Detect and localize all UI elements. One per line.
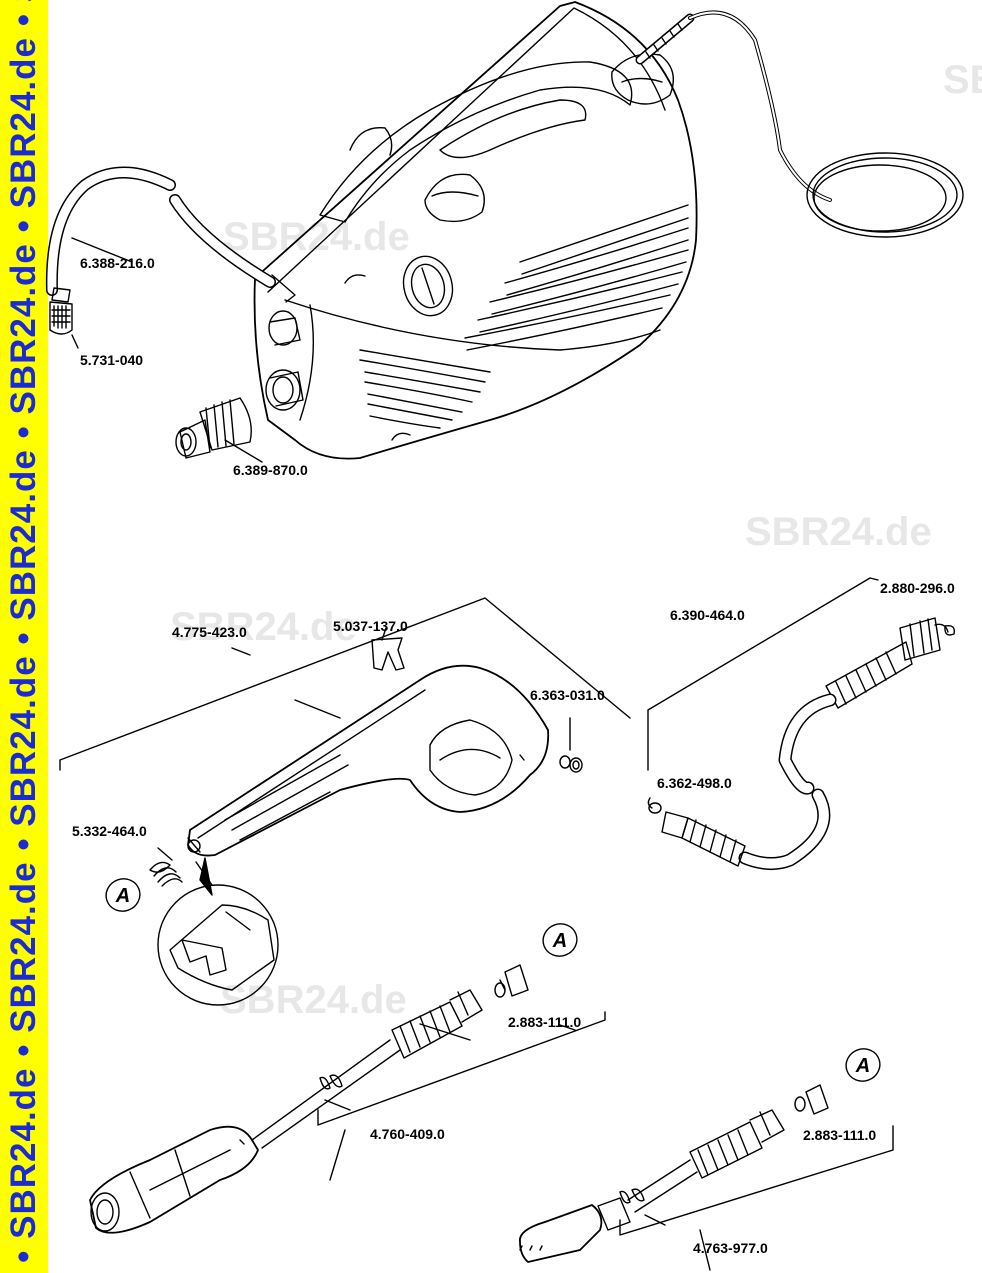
body-fittings: [265, 310, 304, 411]
gun-valve-parts: [559, 717, 583, 773]
part-label-6-363-031-0: 6.363-031.0: [530, 687, 605, 703]
part-label-5-332-464-0: 5.332-464.0: [72, 823, 147, 839]
callout-a-lance: A: [542, 923, 578, 957]
part-label-6-389-870-0: 6.389-870.0: [233, 462, 308, 478]
watermark-sidebar: e • SBR24.de • SBR24.de • SBR24.de • SBR…: [0, 0, 48, 1273]
suction-hose: [45, 166, 296, 303]
part-label-6-388-216-0: 6.388-216.0: [80, 255, 155, 271]
trigger-gun: [187, 664, 550, 857]
leader-line: [71, 334, 79, 349]
watermark: SBR24.de: [745, 510, 932, 554]
leader-line: [559, 1024, 576, 1031]
watermark: SB: [943, 58, 982, 102]
leader-line: [224, 439, 263, 463]
part-label-2-880-296-0: 2.880-296.0: [880, 580, 955, 596]
svg-text:A: A: [115, 885, 130, 907]
leader-line: [71, 237, 133, 263]
watermark: SBR24.de: [170, 605, 357, 649]
detail-magnifier: [157, 857, 279, 1006]
suction-filter: [49, 287, 73, 335]
watermark: SBR24.de: [220, 978, 407, 1022]
part-label-5-037-137-0: 5.037-137.0: [333, 618, 408, 634]
rotary-nozzle-lance: [519, 1084, 894, 1263]
callout-a-rotary: A: [845, 1048, 881, 1082]
part-label-2-883-111-0: 2.883-111.0: [508, 1014, 582, 1030]
part-label-5-731-040: 5.731-040: [80, 352, 144, 368]
gun-clip: [371, 627, 405, 671]
hp-hose-bracket: [647, 577, 879, 771]
part-label-6-390-464-0: 6.390-464.0: [670, 607, 745, 623]
svg-text:A: A: [552, 930, 567, 952]
part-label-6-362-498-0: 6.362-498.0: [657, 775, 732, 791]
svg-text:A: A: [855, 1055, 870, 1077]
part-label-2-883-111-0-b: 2.883-111.0: [803, 1127, 877, 1143]
part-label-4-760-409-0: 4.760-409.0: [370, 1126, 445, 1142]
spray-lance: [89, 964, 606, 1234]
power-cord: [635, 10, 964, 238]
part-label-4-763-977-0: 4.763-977.0: [693, 1240, 768, 1256]
callout-a-gun: A: [105, 878, 141, 912]
leader-line: [699, 1229, 711, 1271]
hose-coupling: [175, 397, 252, 459]
high-pressure-hose: [647, 617, 949, 870]
leader-line: [329, 1129, 346, 1181]
gun-spring: [149, 847, 183, 887]
gun-group-bracket: [59, 597, 631, 771]
hose-o-ring: [944, 624, 955, 636]
part-label-4-775-423-0: 4.775-423.0: [172, 624, 247, 640]
washer-body: [253, 1, 698, 460]
